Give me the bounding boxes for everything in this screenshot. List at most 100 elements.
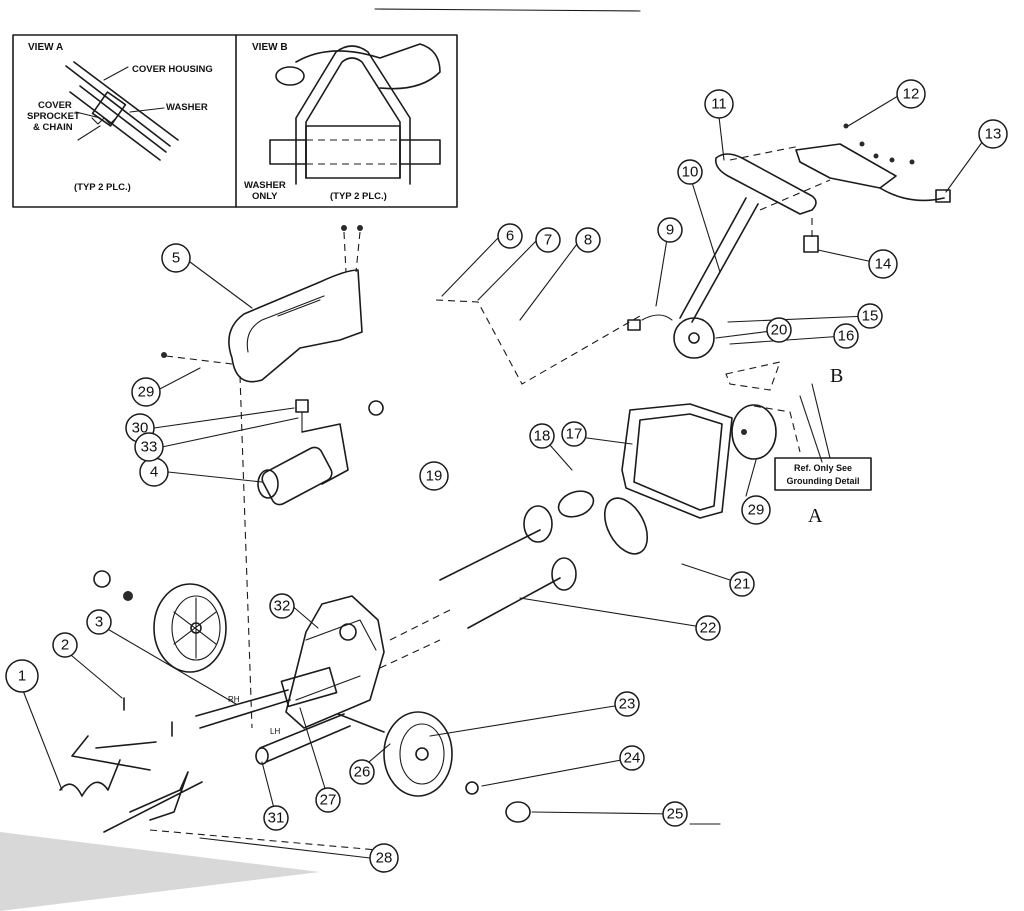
screw-29-line: [165, 355, 233, 365]
callout-17: 17: [561, 421, 587, 447]
tine-assembly-left: [59, 735, 157, 797]
view-a-cover-housing-label: COVER HOUSING: [132, 64, 213, 75]
callout-16: 16: [833, 323, 859, 349]
view-b-washer-label-1: WASHER: [244, 180, 286, 191]
view-a-washer-label: WASHER: [166, 102, 208, 113]
cover-drop-line: [239, 375, 253, 729]
callout-32: 32: [269, 593, 295, 619]
callout-number: 28: [376, 850, 393, 867]
view-a-cover-label-2: SPROCKET: [27, 111, 80, 122]
motor-body: [261, 446, 333, 506]
detail-letter-b: B: [830, 365, 843, 387]
callout-number: 2: [61, 637, 69, 654]
callout-circle: [662, 801, 688, 827]
callout-9: 9: [657, 217, 683, 243]
right-hubcap: [505, 801, 531, 823]
callout-circle: [263, 805, 289, 831]
drive-belt-guard: [621, 403, 733, 519]
cover-screw: [357, 225, 363, 231]
callout-4: 4: [139, 457, 169, 487]
callout-circle: [619, 745, 645, 771]
right-wheel-rim: [399, 723, 445, 785]
callout-circle: [561, 421, 587, 447]
callout-circle: [614, 691, 640, 717]
power-cord: [879, 187, 945, 202]
screw: [873, 153, 879, 159]
tine-assembly-right: [103, 771, 203, 833]
callout-number: 23: [619, 696, 636, 713]
motor-connector: [295, 399, 309, 413]
view-a-cover-label-1: COVER: [38, 100, 72, 111]
top-edge-line: [374, 8, 641, 12]
callout-number: 17: [566, 426, 583, 443]
left-wheel-hub: [190, 622, 202, 634]
callout-23: 23: [614, 691, 640, 717]
right-nut: [465, 781, 479, 795]
main-frame-detail: [295, 619, 377, 701]
handle-assembly: [679, 123, 951, 323]
view-a-housing-plate: [65, 61, 179, 147]
callout-circle: [729, 571, 755, 597]
view-b-title: VIEW B: [252, 42, 288, 53]
callout-number: 29: [138, 384, 155, 401]
callout-circle: [535, 227, 561, 253]
drive-side: Ref. Only See Grounding Detail B A: [621, 317, 872, 527]
shaft-hidden-lines: [379, 609, 451, 669]
lh-mark: LH: [270, 727, 280, 736]
callout-5: 5: [161, 243, 191, 273]
callout-circle: [704, 89, 734, 119]
callout-circle: [868, 249, 898, 279]
callout-number: 31: [268, 810, 285, 827]
handle-hidden-lines: [729, 145, 831, 238]
callout-number: 14: [875, 256, 892, 273]
callout-number: 8: [584, 232, 592, 249]
callout-circle: [497, 223, 523, 249]
rh-mark: RH: [228, 695, 240, 704]
view-b-axle-left: [269, 139, 307, 165]
callout-2: 2: [52, 632, 78, 658]
callout-circle: [833, 323, 859, 349]
motor-nut: [368, 400, 384, 416]
callout-29: 29: [741, 495, 771, 525]
view-b-handle-inner: [305, 57, 401, 179]
screw: [909, 159, 915, 165]
callout-1: 1: [5, 659, 39, 693]
upper-gear: [523, 505, 553, 543]
callout-circle: [315, 787, 341, 813]
callout-19: 19: [419, 461, 449, 491]
view-a-chain: [91, 117, 117, 125]
callout-29: 29: [131, 377, 161, 407]
upper-drive-shaft: [439, 529, 541, 581]
ref-note-line-2: Grounding Detail: [787, 476, 860, 486]
lower-tine-shaft: [259, 713, 351, 763]
view-a-title: VIEW A: [28, 42, 63, 53]
callout-3: 3: [86, 609, 112, 635]
callout-circle: [131, 377, 161, 407]
callout-22: 22: [695, 615, 721, 641]
side-plate-hub: [688, 332, 700, 344]
callout-number: 13: [985, 126, 1002, 143]
side-plate: [673, 317, 715, 359]
frame-bracket: [280, 666, 338, 708]
wheel-axle: [337, 713, 385, 733]
callout-circle: [857, 303, 883, 329]
screw: [843, 123, 849, 129]
lower-drive-shaft: [467, 577, 561, 629]
screw: [859, 141, 865, 147]
left-wheel-spokes: [173, 597, 217, 659]
callout-26: 26: [349, 759, 375, 785]
motor-end-cap: [257, 469, 279, 499]
callout-number: 33: [141, 439, 158, 456]
tine-shaft-line: [149, 829, 401, 853]
view-b-axle-right: [399, 139, 441, 165]
lower-gear: [551, 557, 577, 591]
cover-screw-lines: [343, 231, 361, 273]
upper-sprocket: [557, 490, 595, 518]
callout-7: 7: [535, 227, 561, 253]
callout-20: 20: [766, 317, 792, 343]
handle-grip: [714, 153, 817, 215]
callout-circle: [86, 609, 112, 635]
